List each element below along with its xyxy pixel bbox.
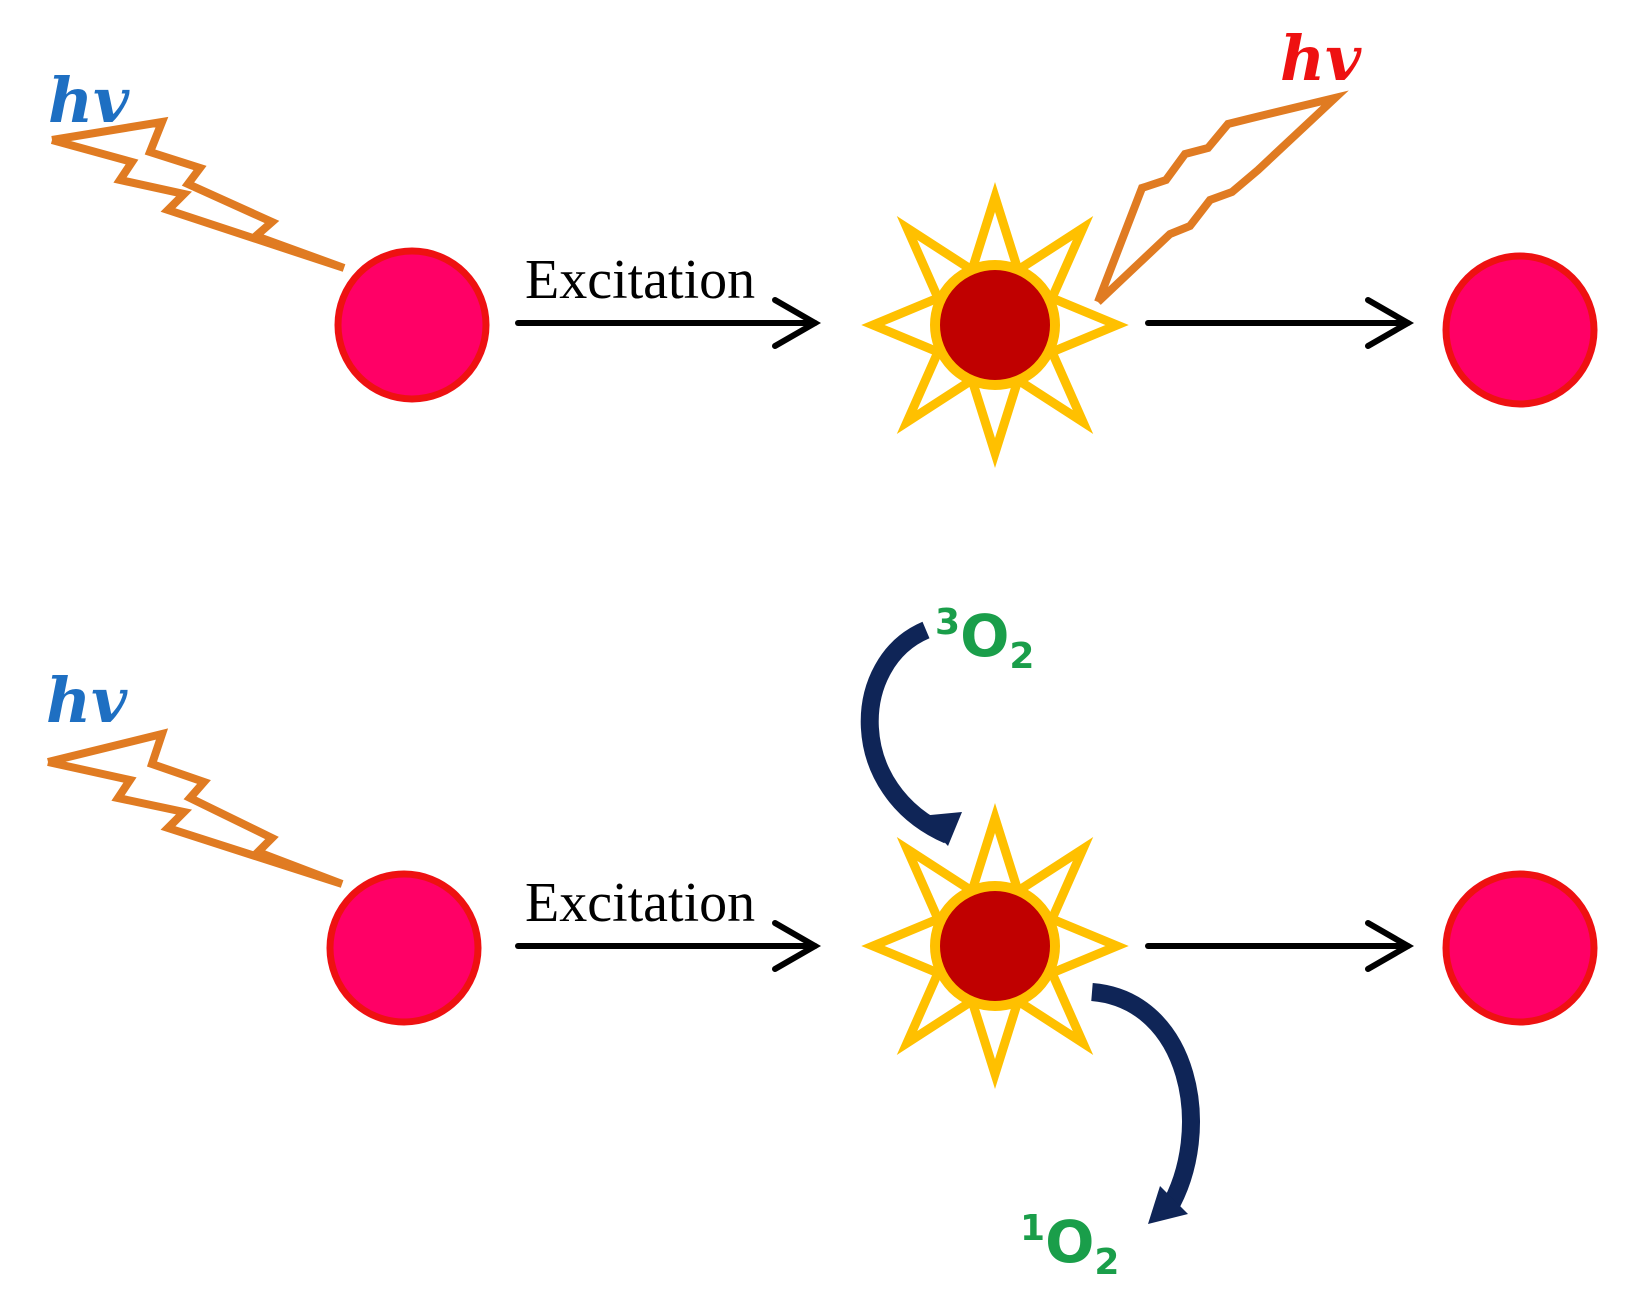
bottom-relaxation-arrow-icon (1145, 920, 1415, 972)
top-ground-state-circle-icon (334, 247, 490, 403)
top-excitation-label: Excitation (525, 249, 755, 311)
triplet-oxygen-subscript: 2 (1009, 636, 1034, 677)
bottom-excitation-label: Excitation (525, 872, 755, 934)
triplet-oxygen-arrowhead-icon (920, 812, 962, 846)
top-incoming-hv-label: hv (48, 64, 130, 137)
top-emitted-hv-label: hv (1280, 22, 1362, 95)
singlet-oxygen-base: O (1045, 1208, 1094, 1276)
triplet-oxygen-curved-arrow-icon (860, 621, 952, 844)
bottom-excited-state-star-icon (873, 818, 1117, 1074)
singlet-oxygen-superscript: 1 (1020, 1208, 1045, 1249)
top-emitted-lightning-icon (1094, 90, 1349, 305)
top-excited-state-star-icon (873, 197, 1117, 453)
bottom-row: hv Excitation 3O2 1O2 (46, 602, 1598, 1283)
singlet-oxygen-curved-arrow-icon (1090, 983, 1200, 1215)
top-incoming-lightning-icon (50, 116, 346, 272)
singlet-oxygen-arrowhead-icon (1148, 1186, 1188, 1224)
singlet-oxygen-label: 1O2 (1020, 1208, 1119, 1283)
triplet-oxygen-label: 3O2 (935, 602, 1034, 677)
top-final-ground-state-circle-icon (1442, 252, 1598, 408)
bottom-final-ground-state-circle-icon (1442, 870, 1598, 1026)
top-row: hv Excitation hv (48, 22, 1598, 453)
top-relaxation-arrow-icon (1145, 297, 1415, 349)
bottom-excitation-arrow-icon (515, 920, 822, 972)
singlet-oxygen-subscript: 2 (1094, 1242, 1119, 1283)
bottom-incoming-hv-label: hv (46, 664, 128, 737)
bottom-ground-state-circle-icon (326, 870, 482, 1026)
triplet-oxygen-base: O (960, 602, 1009, 670)
bottom-incoming-lightning-icon (47, 728, 344, 888)
triplet-oxygen-superscript: 3 (935, 602, 960, 643)
top-excitation-arrow-icon (515, 297, 822, 349)
